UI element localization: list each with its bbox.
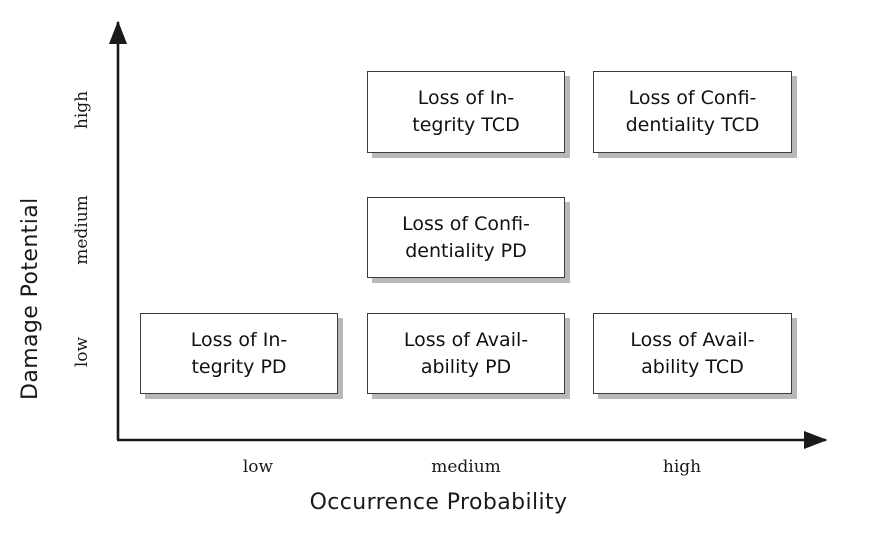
x-tick-medium: medium: [431, 457, 501, 477]
risk-cell-line-2: dentiality PD: [405, 239, 527, 262]
risk-cell-availability-pd[interactable]: Loss of Avail- ability PD: [367, 313, 565, 394]
risk-cell-line-2: tegrity PD: [191, 355, 287, 378]
risk-cell-line-2: ability TCD: [641, 355, 744, 378]
x-tick-high: high: [662, 457, 702, 477]
risk-cell-line-1: Loss of In-: [417, 87, 515, 110]
x-axis-title: Occurrence Probability: [309, 490, 568, 515]
risk-cell-line-2: dentiality TCD: [625, 114, 760, 136]
risk-cell-line-1: Loss of Avail-: [403, 328, 529, 351]
risk-cell-line-1: Loss of Confi-: [628, 87, 757, 110]
y-tick-high: high: [72, 90, 92, 130]
risk-cell-line-1: Loss of In-: [190, 328, 288, 351]
y-tick-low: low: [72, 336, 92, 368]
y-axis-title: Damage Potential: [18, 197, 43, 400]
y-tick-medium: medium: [72, 195, 92, 265]
risk-cell-line-1: Loss of Confi-: [402, 212, 530, 235]
risk-cell-line-1: Loss of Avail-: [630, 328, 755, 351]
risk-cell-integrity-tcd[interactable]: Loss of In- tegrity TCD: [367, 71, 565, 153]
risk-cell-line-2: ability PD: [420, 355, 512, 378]
x-tick-low: low: [242, 457, 274, 477]
risk-cell-line-2: tegrity TCD: [412, 114, 520, 136]
risk-cell-availability-tcd[interactable]: Loss of Avail- ability TCD: [593, 313, 792, 394]
risk-cell-confidentiality-pd[interactable]: Loss of Confi- dentiality PD: [367, 197, 565, 278]
risk-cell-confidentiality-tcd[interactable]: Loss of Confi- dentiality TCD: [593, 71, 792, 153]
risk-cell-integrity-pd[interactable]: Loss of In- tegrity PD: [140, 313, 338, 394]
